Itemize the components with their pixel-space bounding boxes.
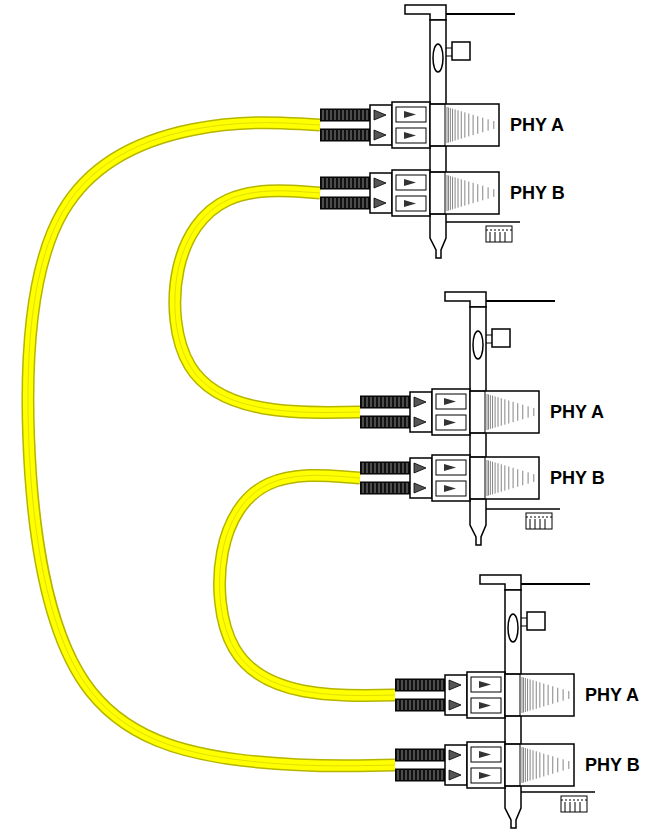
fiber-port-symbol: [395, 671, 575, 719]
port-label: PHY A: [585, 685, 639, 706]
phy-port: PHY B: [395, 741, 640, 789]
port-label: PHY A: [550, 402, 604, 423]
phy-port: PHY B: [360, 454, 605, 502]
fiber-port-symbol: [360, 388, 540, 436]
fiber-port-symbol: [395, 741, 575, 789]
phy-port: PHY A: [320, 101, 564, 149]
fiber-port-symbol: [320, 169, 500, 217]
port-label: PHY B: [585, 755, 640, 776]
fiber-port-symbol: [360, 454, 540, 502]
port-label: PHY A: [510, 115, 564, 136]
phy-port: PHY B: [320, 169, 565, 217]
fiber-cable: [28, 123, 395, 766]
port-label: PHY B: [510, 183, 565, 204]
fiber-cable: [175, 191, 360, 413]
fiber-cable: [220, 475, 395, 695]
phy-port: PHY A: [395, 671, 639, 719]
fiber-port-symbol: [320, 101, 500, 149]
phy-port: PHY A: [360, 388, 604, 436]
port-label: PHY B: [550, 468, 605, 489]
